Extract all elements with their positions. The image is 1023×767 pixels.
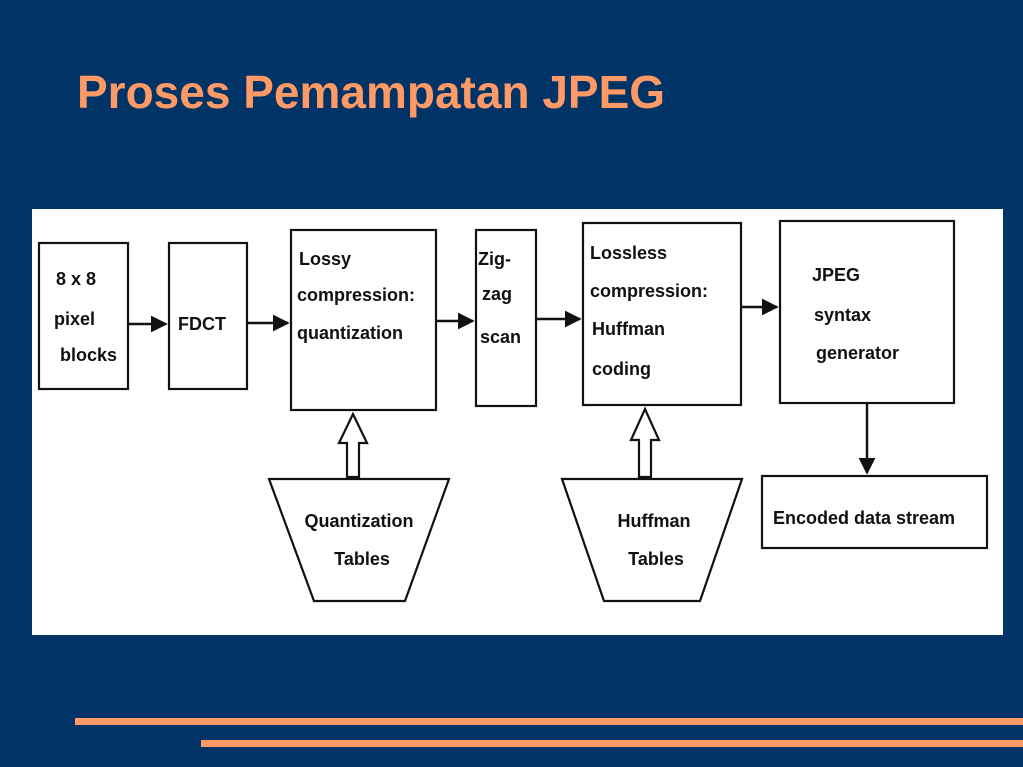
accent-line-bottom xyxy=(201,740,1023,747)
accent-line-top xyxy=(75,718,1023,725)
hollow-arrow-huffman-tables xyxy=(629,406,661,479)
huffman-tables-label-line-1: Huffman xyxy=(618,511,691,531)
zigzag-scan-label-line-3: scan xyxy=(480,327,521,347)
zigzag-scan-label-line-1: Zig- xyxy=(478,249,511,269)
zigzag-scan-label-line-2: zag xyxy=(482,284,512,304)
lossless-compression-label-line-2: compression: xyxy=(590,281,708,301)
pixel-blocks-block: 8 x 8 pixel blocks xyxy=(37,241,130,391)
lossless-compression-label-line-3: Huffman xyxy=(592,319,665,339)
jpeg-syntax-generator-block: JPEG syntax generator xyxy=(778,219,956,405)
lossy-compression-label-line-1: Lossy xyxy=(299,249,351,269)
lossy-compression-block: Lossy compression: quantization xyxy=(289,228,438,412)
jpeg-syntax-generator-label-line-2: syntax xyxy=(814,305,871,325)
jpeg-pipeline-diagram: 8 x 8 pixel blocks FDCT Lossy compressio… xyxy=(37,219,989,603)
zigzag-scan-block: Zig- zag scan xyxy=(474,228,538,408)
huffman-tables-label-line-2: Tables xyxy=(628,549,684,569)
quantization-tables-block: Quantization Tables xyxy=(267,477,451,603)
jpeg-syntax-generator-label-line-1: JPEG xyxy=(812,265,860,285)
pixel-blocks-label-line-1: 8 x 8 xyxy=(56,269,96,289)
fdct-label: FDCT xyxy=(178,314,226,334)
encoded-data-stream-block: Encoded data stream xyxy=(760,474,989,550)
quantization-tables-label-line-2: Tables xyxy=(334,549,390,569)
lossless-compression-label-line-1: Lossless xyxy=(590,243,667,263)
fdct-block: FDCT xyxy=(167,241,249,391)
lossless-compression-block: Lossless compression: Huffman coding xyxy=(581,221,743,407)
slide-title: Proses Pemampatan JPEG xyxy=(77,66,666,118)
lossless-compression-label-line-4: coding xyxy=(592,359,651,379)
pixel-blocks-label-line-3: blocks xyxy=(60,345,117,365)
diagram-panel: 8 x 8 pixel blocks FDCT Lossy compressio… xyxy=(32,209,1003,635)
jpeg-syntax-generator-label-line-3: generator xyxy=(816,343,899,363)
encoded-data-stream-label: Encoded data stream xyxy=(773,508,955,528)
huffman-tables-block: Huffman Tables xyxy=(560,477,744,603)
hollow-arrow-quantization-tables xyxy=(337,411,369,479)
pixel-blocks-label-line-2: pixel xyxy=(54,309,95,329)
lossy-compression-label-line-3: quantization xyxy=(297,323,403,343)
lossy-compression-label-line-2: compression: xyxy=(297,285,415,305)
quantization-tables-label-line-1: Quantization xyxy=(305,511,414,531)
